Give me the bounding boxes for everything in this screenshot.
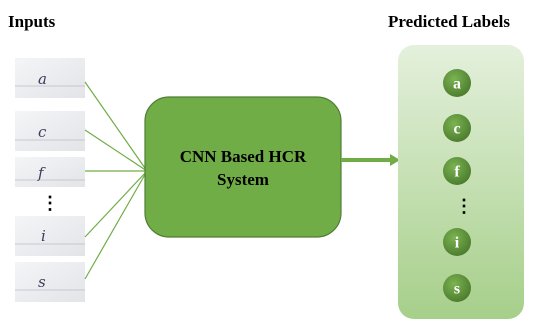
- predicted-label: i: [443, 228, 471, 256]
- connector-line: [84, 81, 148, 172]
- output-arrow: [341, 154, 400, 166]
- input-sample-glyph: c: [38, 123, 47, 141]
- input-sample-glyph: s: [38, 273, 46, 291]
- output-ellipsis: ⋮: [455, 196, 473, 216]
- input-sample-glyph: f: [37, 164, 46, 182]
- predicted-label: s: [443, 274, 471, 302]
- predicted-label-text: f: [454, 164, 460, 181]
- predicted-label-text: c: [453, 121, 460, 138]
- system-box-line2: System: [217, 170, 269, 189]
- predicted-label: f: [443, 157, 471, 185]
- connector-line: [84, 170, 148, 238]
- input-sample-glyph: i: [41, 227, 46, 245]
- input-samples: a c f ⋮ i s: [15, 58, 85, 302]
- connector-line: [84, 129, 148, 172]
- cnn-hcr-system-box: CNN Based HCR System: [144, 96, 342, 238]
- input-connectors: [84, 81, 148, 280]
- input-sample-image: a: [15, 58, 85, 98]
- input-sample-image: f: [15, 157, 85, 187]
- predicted-label-text: s: [454, 281, 460, 298]
- connector-line: [84, 170, 148, 280]
- predicted-label-text: i: [455, 235, 460, 252]
- system-box-line1: CNN Based HCR: [180, 147, 307, 166]
- input-sample-glyph: a: [38, 70, 47, 88]
- inputs-title: Inputs: [8, 12, 56, 31]
- predicted-labels-title: Predicted Labels: [388, 12, 510, 31]
- predicted-label-text: a: [453, 76, 461, 93]
- predicted-label: c: [443, 114, 471, 142]
- input-sample-image: i: [15, 216, 85, 256]
- input-ellipsis: ⋮: [41, 193, 59, 213]
- input-sample-image: s: [15, 262, 85, 302]
- predicted-label: a: [443, 69, 471, 97]
- input-sample-image: c: [15, 111, 85, 151]
- predicted-labels: a c f ⋮ i s: [443, 69, 473, 302]
